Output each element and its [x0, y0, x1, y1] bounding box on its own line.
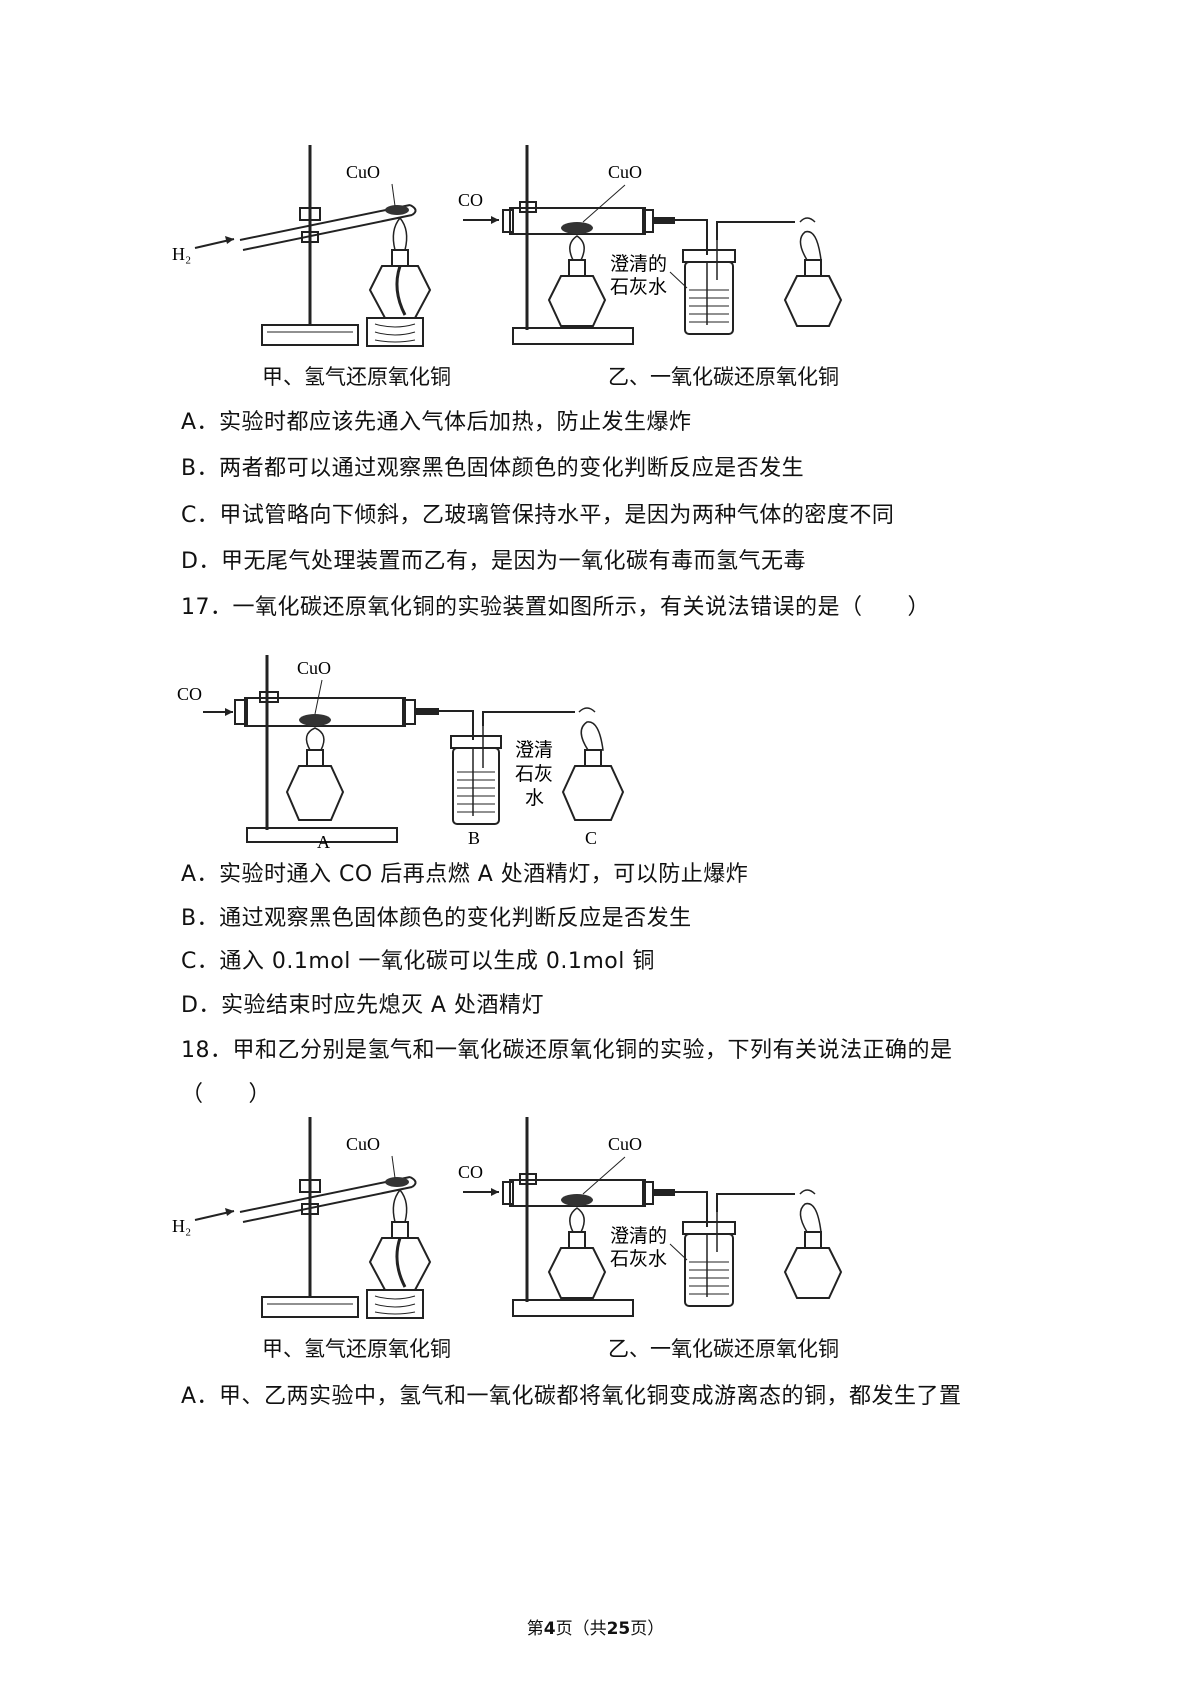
figure-1-co-apparatus: CO CuO 澄清的 石灰水 — [455, 140, 875, 360]
limewater-label-1: 澄清 — [515, 739, 553, 761]
limewater-label-1: 澄清的 — [610, 1225, 667, 1247]
figure-1-right-caption: 乙、一氧化碳还原氧化铜 — [608, 365, 839, 389]
h2-label: H₂ — [172, 244, 191, 264]
footer-page-number: 4 — [543, 1619, 556, 1639]
cuo-label: CuO — [346, 162, 380, 182]
hydrogen-apparatus-drawing: CuO H₂ — [172, 145, 432, 347]
co-apparatus-abc-drawing: CO CuO 澄清 石灰 水 A B C — [177, 655, 625, 852]
limewater-label-2: 石灰水 — [610, 276, 667, 298]
figure-3-hydrogen-apparatus: CuO H₂ — [170, 1112, 470, 1332]
cuo-label: CuO — [608, 162, 642, 182]
label-a: A — [317, 832, 330, 852]
label-b: B — [468, 828, 480, 848]
co-apparatus-drawing-2: CO CuO 澄清的 石灰水 — [458, 1117, 843, 1317]
q17-option-c: C．通入 0.1mol 一氧化碳可以生成 0.1mol 铜 — [181, 949, 655, 974]
q17-option-b: B．通过观察黑色固体颜色的变化判断反应是否发生 — [181, 906, 692, 931]
limewater-label-2: 石灰 — [515, 763, 553, 785]
footer-total-pages: 25 — [606, 1619, 631, 1639]
figure-3-left-caption: 甲、氢气还原氧化铜 — [262, 1337, 451, 1361]
figure-3-right-caption: 乙、一氧化碳还原氧化铜 — [608, 1337, 839, 1361]
q16-option-b: B．两者都可以通过观察黑色固体颜色的变化判断反应是否发生 — [181, 456, 805, 481]
h2-label: H₂ — [172, 1216, 191, 1236]
figure-3-co-apparatus: CO CuO 澄清的 石灰水 — [455, 1112, 875, 1332]
co-label: CO — [458, 1162, 483, 1182]
hydrogen-apparatus-drawing-2: CuO H₂ — [172, 1117, 432, 1319]
figure-2-co-apparatus: CO CuO 澄清 石灰 水 A B C — [175, 640, 695, 855]
co-apparatus-drawing: CO CuO 澄清的 石灰水 — [458, 145, 843, 345]
q17-option-a: A．实验时通入 CO 后再点燃 A 处酒精灯，可以防止爆炸 — [181, 862, 749, 887]
cuo-label: CuO — [608, 1134, 642, 1154]
page-footer: 第4页（共25页） — [0, 1614, 1191, 1639]
q18-stem-line-2: （ ） — [181, 1082, 272, 1107]
footer-prefix: 第 — [526, 1619, 544, 1639]
q16-option-c: C．甲试管略向下倾斜，乙玻璃管保持水平，是因为两种气体的密度不同 — [181, 503, 895, 528]
cuo-label: CuO — [346, 1134, 380, 1154]
figure-1-left-caption: 甲、氢气还原氧化铜 — [262, 365, 451, 389]
limewater-label-2: 石灰水 — [610, 1248, 667, 1270]
q17-stem: 17．一氧化碳还原氧化铜的实验装置如图所示，有关说法错误的是（ ） — [181, 595, 930, 620]
co-label: CO — [458, 190, 483, 210]
limewater-label-1: 澄清的 — [610, 253, 667, 275]
label-c: C — [585, 828, 597, 848]
q17-option-d: D．实验结束时应先熄灭 A 处酒精灯 — [181, 993, 544, 1018]
cuo-label: CuO — [297, 658, 331, 678]
q16-option-d: D．甲无尾气处理装置而乙有，是因为一氧化碳有毒而氢气无毒 — [181, 549, 806, 574]
q18-stem-line-1: 18．甲和乙分别是氢气和一氧化碳还原氧化铜的实验，下列有关说法正确的是 — [181, 1038, 953, 1063]
co-label: CO — [177, 684, 202, 704]
figure-1-hydrogen-apparatus: CuO H₂ — [170, 140, 470, 360]
q18-option-a: A．甲、乙两实验中，氢气和一氧化碳都将氧化铜变成游离态的铜，都发生了置 — [181, 1384, 962, 1409]
footer-suffix: 页） — [630, 1619, 665, 1639]
q16-option-a: A．实验时都应该先通入气体后加热，防止发生爆炸 — [181, 410, 692, 435]
footer-middle: 页（共 — [555, 1619, 607, 1639]
limewater-label-3: 水 — [525, 787, 544, 809]
